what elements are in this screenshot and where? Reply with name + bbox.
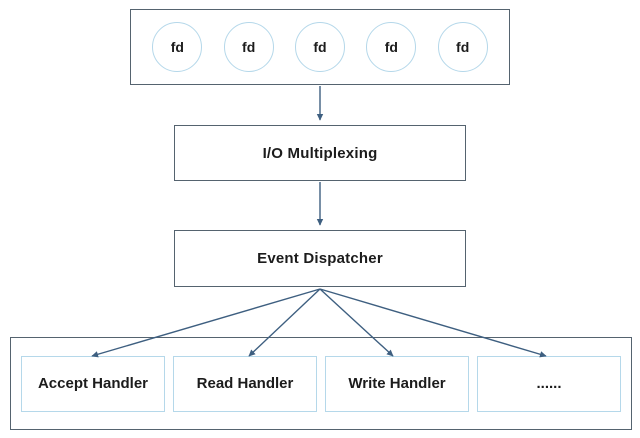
fd-label: fd bbox=[242, 39, 256, 55]
handler-node-read: Read Handler bbox=[173, 355, 317, 412]
fd-node: fd bbox=[223, 22, 274, 72]
fd-label: fd bbox=[384, 39, 398, 55]
fd-node: fd bbox=[437, 22, 488, 72]
handler-label: Write Handler bbox=[348, 375, 446, 392]
io-multiplexing-box: I/O Multiplexing bbox=[174, 125, 466, 181]
fd-label: fd bbox=[313, 39, 327, 55]
fd-node: fd bbox=[366, 22, 417, 72]
fd-node: fd bbox=[294, 22, 345, 72]
fd-node: fd bbox=[152, 22, 203, 72]
handler-label: ...... bbox=[536, 375, 562, 392]
fd-label: fd bbox=[456, 39, 470, 55]
handler-node-more: ...... bbox=[477, 355, 621, 412]
fd-pool-box: fd fd fd fd fd bbox=[130, 9, 510, 85]
fd-label: fd bbox=[170, 39, 184, 55]
handlers-container-box: Accept Handler Read Handler Write Handle… bbox=[10, 337, 632, 430]
handler-node-accept: Accept Handler bbox=[21, 355, 165, 412]
event-dispatcher-label: Event Dispatcher bbox=[257, 250, 383, 267]
io-multiplexing-label: I/O Multiplexing bbox=[262, 144, 378, 162]
handler-label: Accept Handler bbox=[37, 375, 149, 392]
event-dispatcher-box: Event Dispatcher bbox=[174, 230, 466, 287]
handler-node-write: Write Handler bbox=[325, 355, 469, 412]
handler-label: Read Handler bbox=[196, 375, 294, 392]
